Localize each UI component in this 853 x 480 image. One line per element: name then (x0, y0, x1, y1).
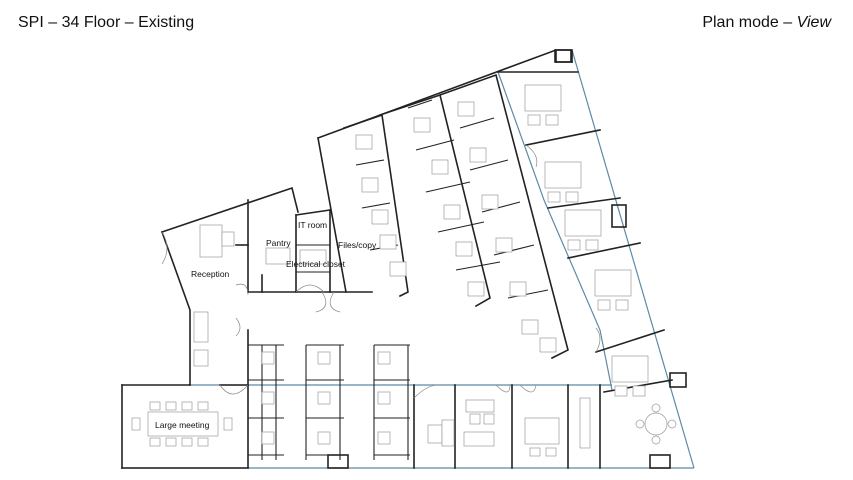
workstation-cluster-b (378, 93, 501, 308)
structural-walls (121, 49, 687, 469)
exterior-glazing (122, 49, 695, 469)
round-table (635, 403, 677, 445)
south-workstations (248, 344, 410, 460)
door-swings (161, 144, 601, 399)
room-label-files-copy: Files/copy (338, 240, 377, 250)
south-offices-furniture (427, 397, 591, 457)
workstation-cluster-c (438, 73, 569, 360)
room-label-electrical-closet: Electrical closet (286, 259, 346, 269)
plan-title: SPI – 34 Floor – Existing (18, 14, 195, 31)
room-label-large-meeting: Large meeting (155, 420, 210, 430)
workstation-cluster-a (342, 113, 409, 298)
room-labels: Reception Pantry IT room Files/copy Elec… (155, 220, 377, 430)
plan-mode-value[interactable]: View (796, 14, 831, 31)
room-label-pantry: Pantry (266, 238, 291, 248)
west-furniture (131, 224, 327, 447)
room-label-reception: Reception (191, 269, 230, 279)
room-label-it-room: IT room (298, 220, 327, 230)
plan-mode-label: Plan mode – (702, 14, 797, 31)
plan-mode-indicator[interactable]: Plan mode – View (702, 14, 831, 32)
east-offices-furniture (524, 84, 677, 445)
